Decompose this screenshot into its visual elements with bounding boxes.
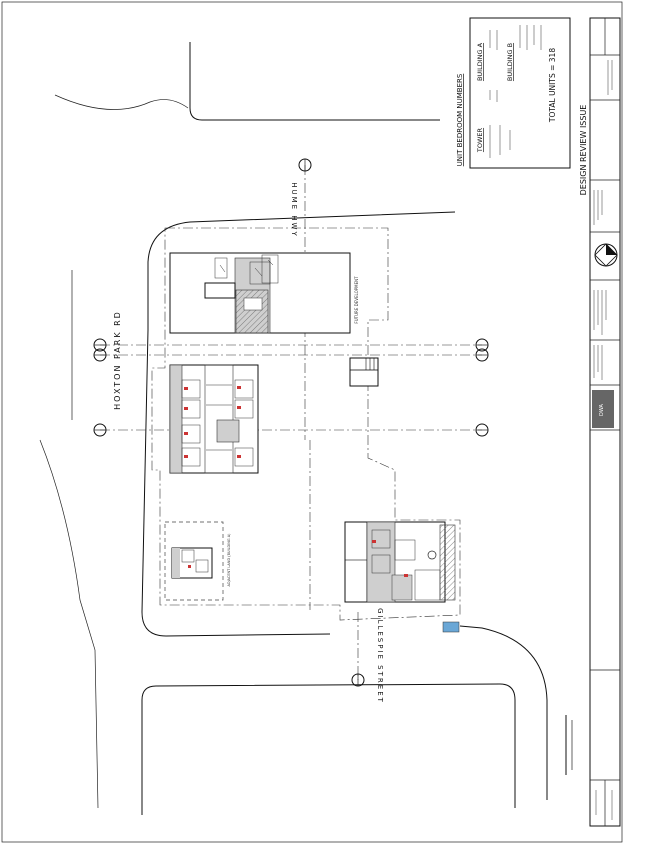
grid-bubble-icon <box>298 158 312 172</box>
svg-text:DWA: DWA <box>599 403 605 416</box>
grid-bubble-icon <box>475 423 489 437</box>
grid-bubble-icon <box>93 423 107 437</box>
schedule-title: UNIT BEDROOM NUMBERS <box>456 73 464 166</box>
grid-lines <box>100 165 482 680</box>
grid-bubble-icon <box>351 673 365 687</box>
unit-schedule-table: UNIT BEDROOM NUMBERS TOWER BUILDING A BU… <box>456 17 571 169</box>
grid-bubble-icon <box>93 348 107 362</box>
schedule-total: TOTAL UNITS = 318 <box>548 48 557 123</box>
hoxton-park-road-label: HOXTON PARK RD <box>113 310 122 410</box>
grid-bubble-icon <box>93 338 107 352</box>
gillespie-street-label: GILLESPIE STREET <box>376 608 384 704</box>
grid-bubble-icon <box>475 348 489 362</box>
substation-block <box>349 357 379 387</box>
issue-label: DESIGN REVIEW ISSUE <box>579 105 588 196</box>
building-b: FUTURE DEVELOPMENT <box>169 252 359 334</box>
schedule-tower-header: TOWER <box>476 127 484 153</box>
road-kerbs <box>39 42 548 815</box>
sheet-border <box>1 1 623 843</box>
building-a <box>169 364 259 474</box>
tower <box>344 521 460 633</box>
schedule-building-b-header: BUILDING B <box>506 43 514 81</box>
grid-bubbles <box>93 158 489 687</box>
schedule-building-a-header: BUILDING A <box>476 42 484 81</box>
site-boundary <box>151 227 461 621</box>
scale-bar <box>565 715 573 775</box>
hume-highway-label: HUME HWY <box>290 182 298 238</box>
grid-bubble-icon <box>475 338 489 352</box>
adjacent-building: ADJACENT LAND (BUILDING A) <box>164 521 231 601</box>
future-development-label: FUTURE DEVELOPMENT <box>354 276 359 324</box>
firm-logo <box>592 390 614 428</box>
adjacent-land-label: ADJACENT LAND (BUILDING A) <box>227 533 231 587</box>
north-arrow-icon <box>594 243 618 267</box>
title-block: DWA DESIGN REVIEW ISSUE <box>579 17 621 827</box>
